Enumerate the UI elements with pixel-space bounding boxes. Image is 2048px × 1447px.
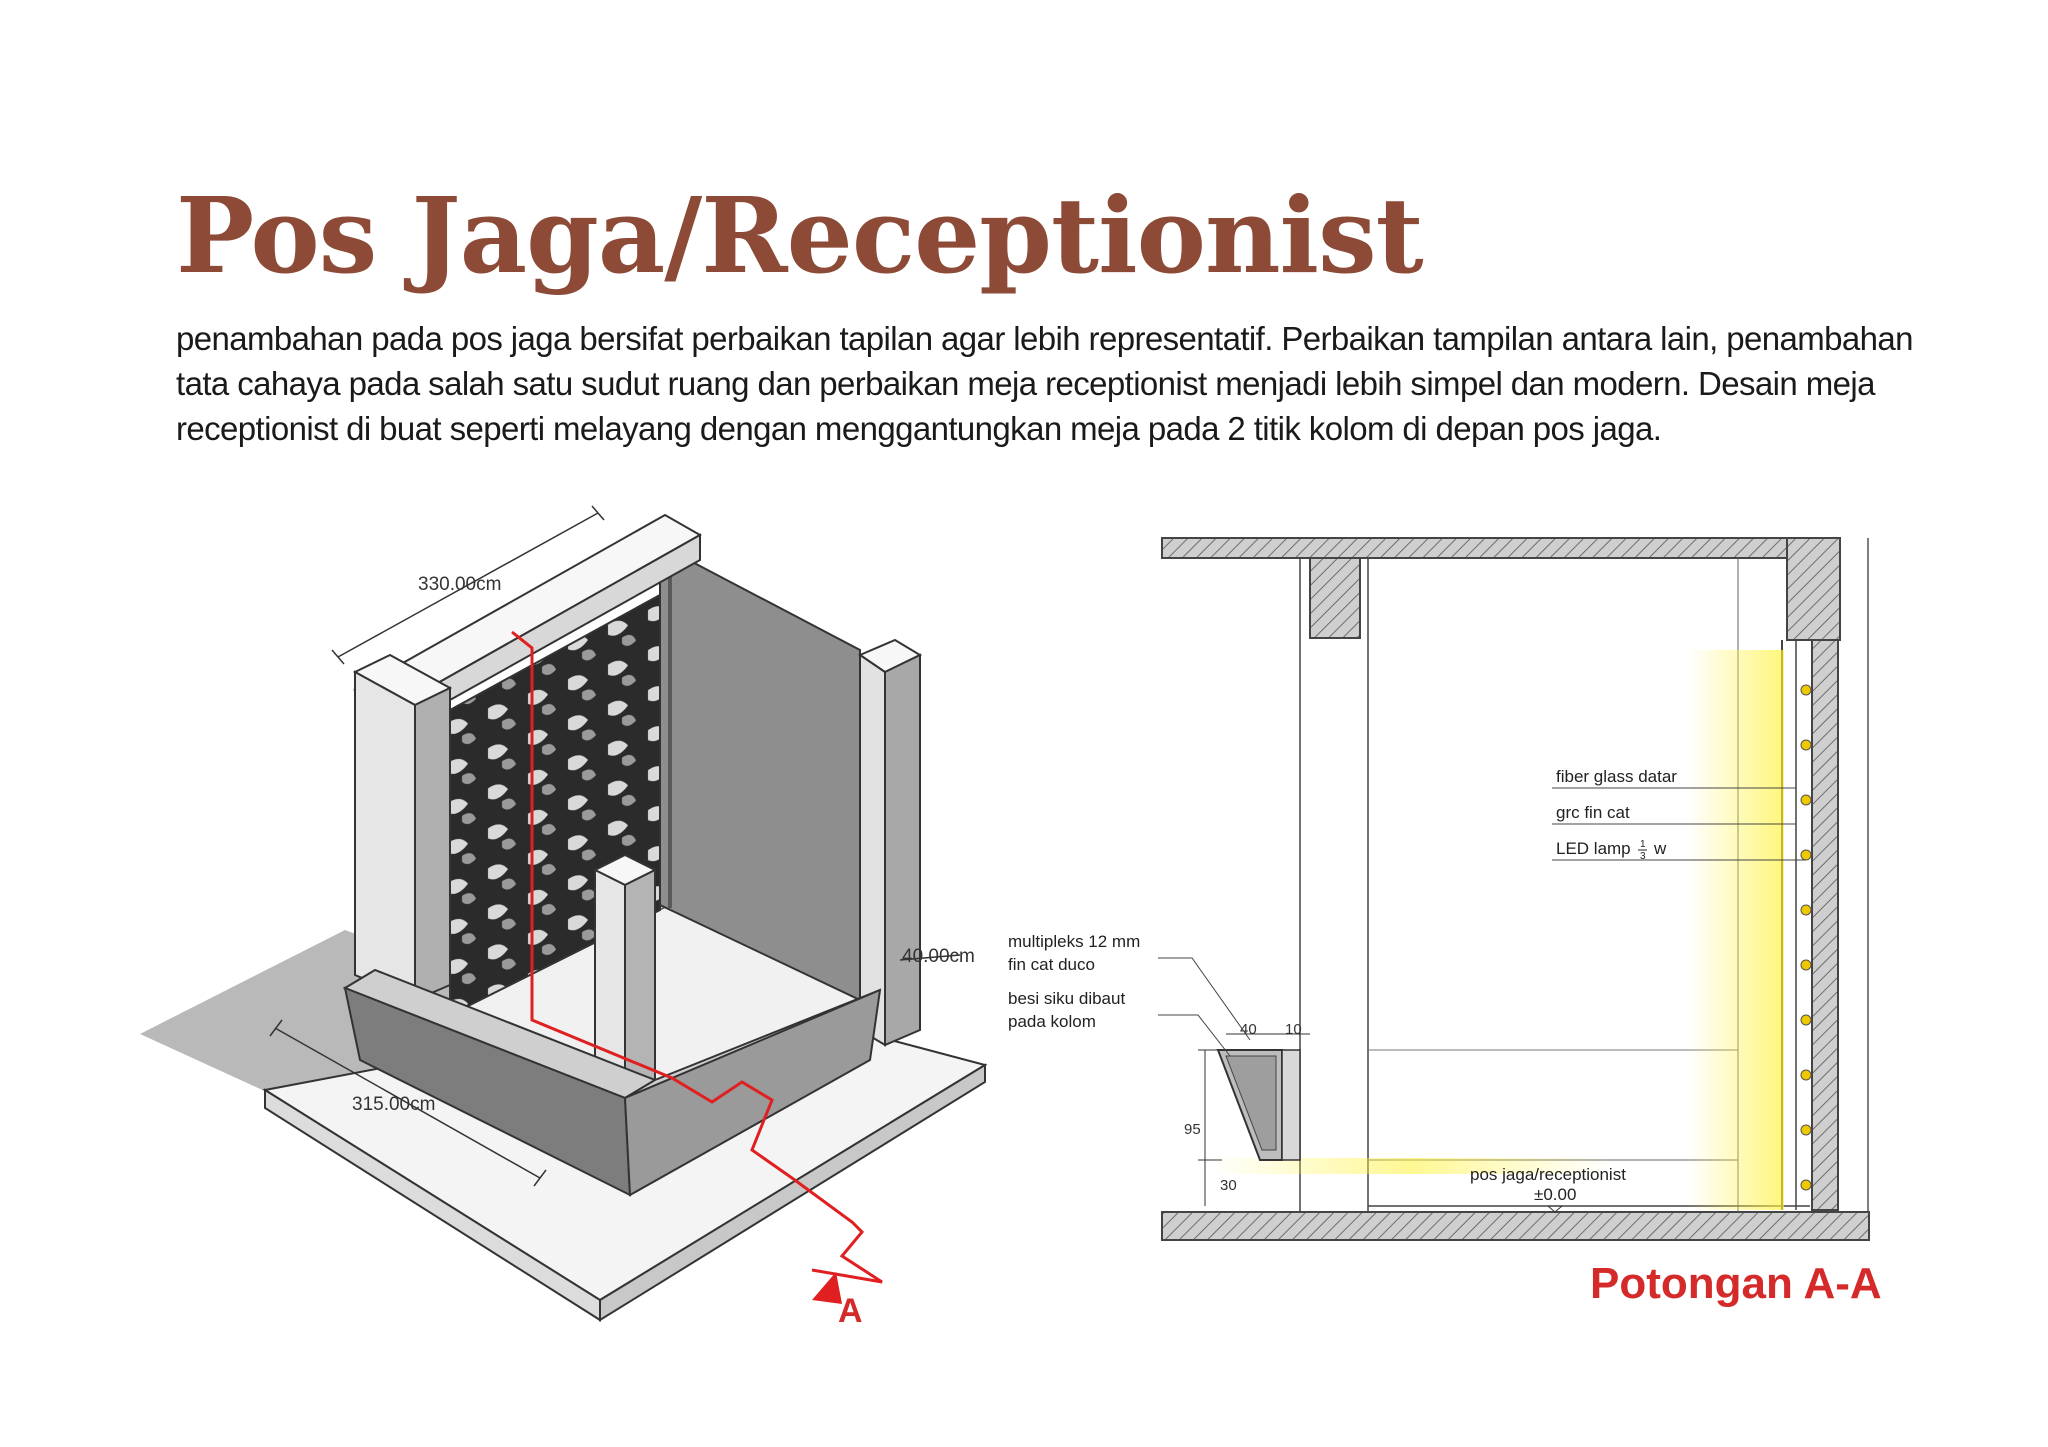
label-level: ±0.00 xyxy=(1534,1185,1576,1204)
level-marker-icon xyxy=(1546,1205,1564,1213)
dimension-depth: 315.00cm xyxy=(352,1094,435,1115)
led-lamp-icon xyxy=(1800,1124,1812,1136)
section-mark: A xyxy=(838,1292,863,1330)
floor-slab xyxy=(1161,1211,1870,1241)
dimension-40: 40 xyxy=(1240,1021,1257,1038)
dimension-10: 10 xyxy=(1285,1021,1302,1038)
leader-line xyxy=(1158,957,1251,1041)
dimension-line xyxy=(337,512,599,658)
dimension-width: 330.00cm xyxy=(418,574,501,595)
label-led-fraction-num: 1 xyxy=(1640,839,1646,850)
led-lamp-icon xyxy=(1800,684,1812,696)
led-glow xyxy=(1688,650,1784,1210)
led-lamp-icon xyxy=(1800,904,1812,916)
led-lamp-icon xyxy=(1800,1014,1812,1026)
label-multipleks: multipleks 12 mm xyxy=(1008,932,1140,951)
page-title: Pos Jaga/Receptionist xyxy=(176,174,1424,297)
desk-bracket xyxy=(1281,1049,1301,1161)
side-wall-edge xyxy=(668,548,672,908)
section-cut-line xyxy=(511,630,883,1284)
led-lamp-icon xyxy=(1800,794,1812,806)
label-grc-fin: grc fin cat xyxy=(1556,803,1630,822)
dimension-95: 95 xyxy=(1184,1121,1201,1138)
right-column-side xyxy=(884,653,921,1047)
dimension-tick xyxy=(269,1019,283,1037)
dimension-line xyxy=(274,1027,541,1179)
leader-line xyxy=(1158,1014,1231,1057)
description-line: receptionist di buat seperti melayang de… xyxy=(176,410,1662,447)
left-column-side xyxy=(414,686,451,1002)
section-arrow-icon xyxy=(812,1272,842,1304)
beam xyxy=(1309,557,1361,639)
right-column xyxy=(859,653,886,1047)
label-besi-siku: besi siku dibaut xyxy=(1008,989,1125,1008)
wall-top xyxy=(1786,537,1841,641)
label-fin-cat-duco: fin cat duco xyxy=(1008,955,1095,974)
roof-slab xyxy=(1161,537,1841,559)
label-pada-kolom: pada kolom xyxy=(1008,1012,1096,1031)
wall xyxy=(1811,639,1839,1211)
section-caption: Potongan A-A xyxy=(1590,1259,1882,1308)
desk-glow xyxy=(1210,1158,1610,1174)
isometric-drawing: 330.00cm 315.00cm 40.00cm A xyxy=(140,505,988,1330)
led-lamp-icon xyxy=(1800,1069,1812,1081)
description: penambahan pada pos jaga bersifat perbai… xyxy=(176,316,1914,451)
left-column xyxy=(354,670,416,1002)
label-led-unit: w xyxy=(1653,839,1667,858)
base-slab-side xyxy=(599,1063,986,1322)
description-line: penambahan pada pos jaga bersifat perbai… xyxy=(176,320,1914,357)
section-drawing: 40 10 95 30 multipleks 12 mm fin cat duc… xyxy=(1008,537,1882,1308)
led-lamp-icon xyxy=(1800,739,1812,751)
led-lamp-icon xyxy=(1800,1179,1812,1191)
led-lamp-icon xyxy=(1800,959,1812,971)
label-room: pos jaga/receptionist xyxy=(1470,1165,1626,1184)
dimension-30: 30 xyxy=(1220,1177,1237,1194)
dimension-column: 40.00cm xyxy=(902,946,975,967)
led-lamps xyxy=(1800,684,1812,1191)
led-lamp-icon xyxy=(1800,849,1812,861)
description-line: tata cahaya pada salah satu sudut ruang … xyxy=(176,365,1875,402)
label-fiber-glass: fiber glass datar xyxy=(1556,767,1677,786)
desk-section-inner xyxy=(1225,1055,1277,1151)
dimension-tick xyxy=(331,649,345,665)
label-led-fraction-den: 3 xyxy=(1640,851,1646,862)
label-led-lamp: LED lamp xyxy=(1556,839,1631,858)
dimension-tick xyxy=(533,1169,547,1187)
dimension-tick xyxy=(591,505,605,521)
dimension-line xyxy=(899,954,961,961)
desk-side xyxy=(623,988,882,1197)
